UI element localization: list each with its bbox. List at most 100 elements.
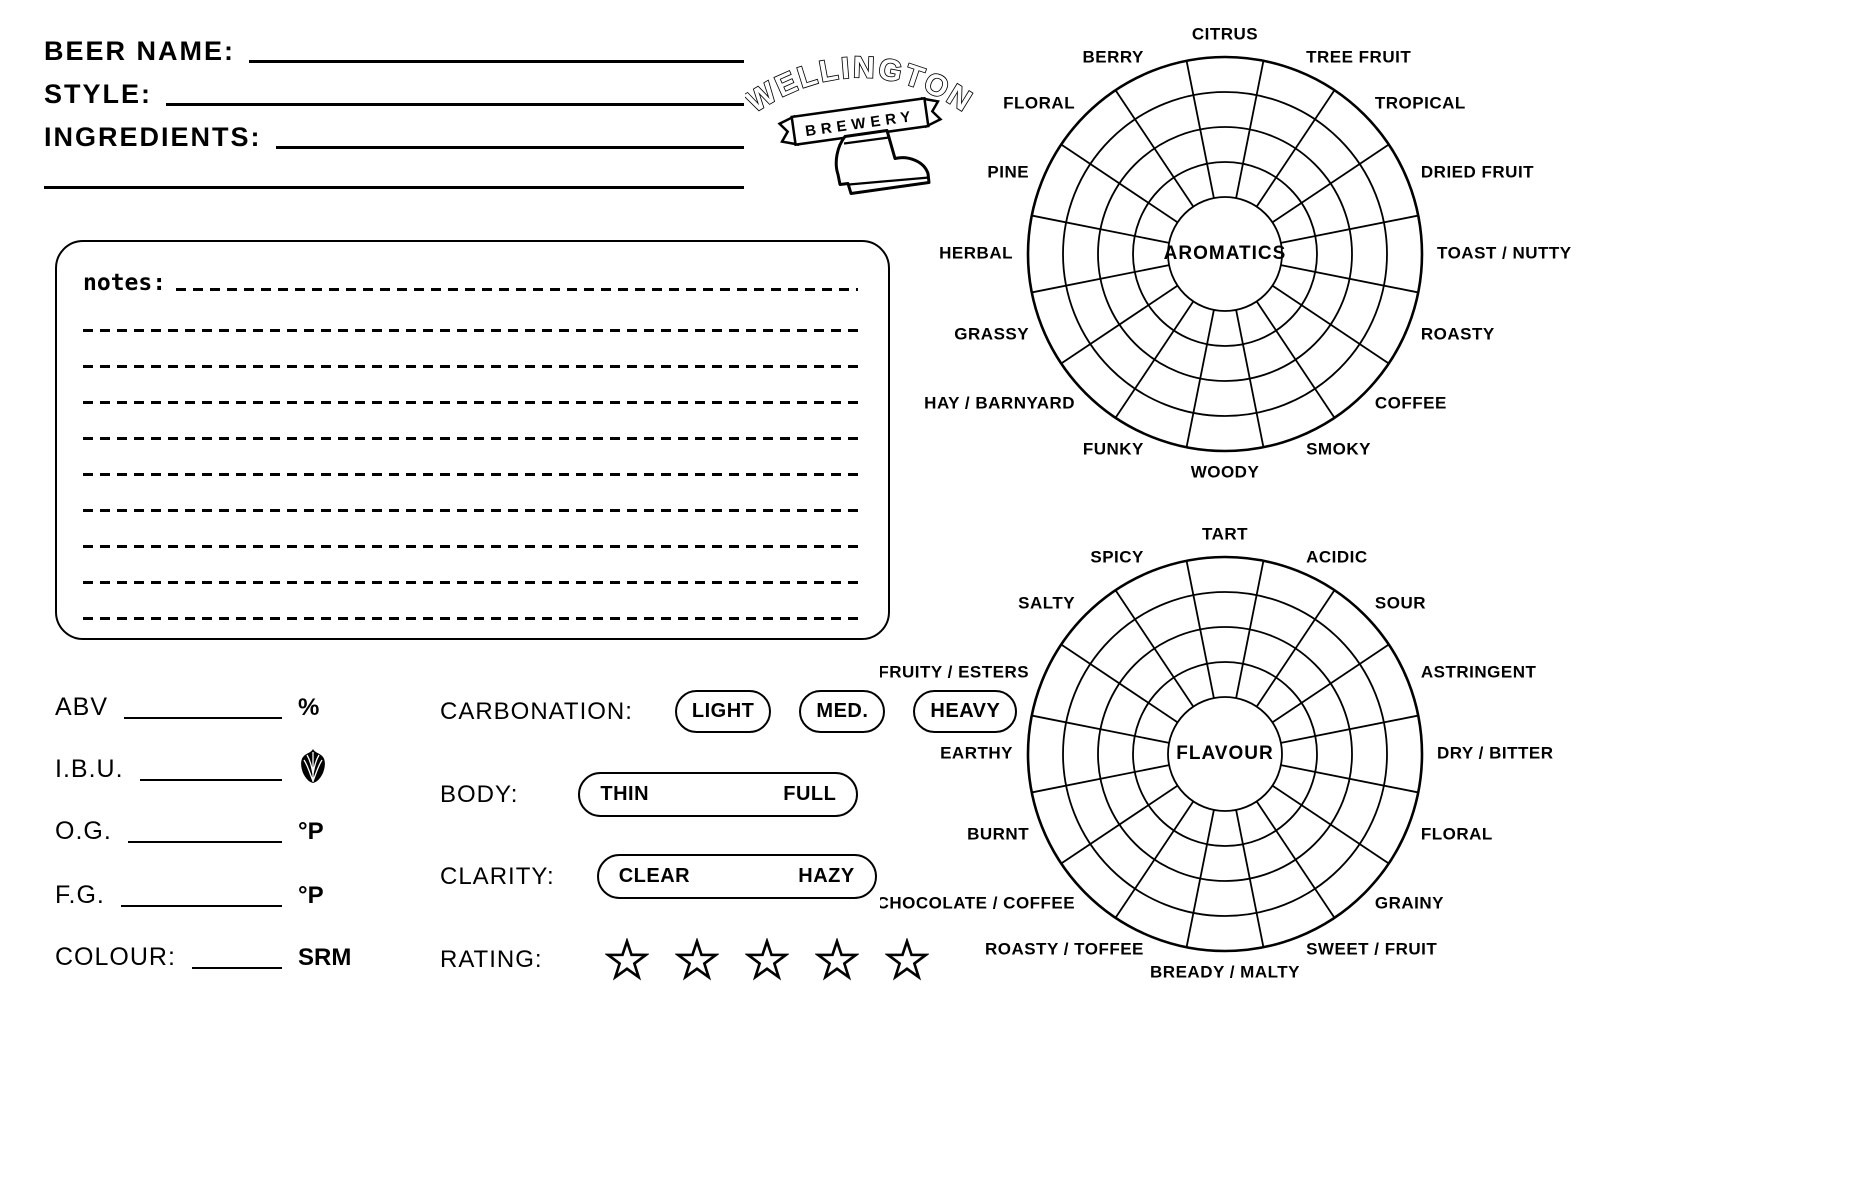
notes-line[interactable] xyxy=(83,401,858,404)
wheel-spoke xyxy=(1235,809,1265,948)
hop-icon xyxy=(301,749,325,783)
wheel-spoke xyxy=(1280,764,1419,794)
wheel-sector-label: FLORAL xyxy=(1421,825,1493,844)
clarity-scale[interactable]: CLEAR HAZY xyxy=(596,854,877,899)
wheel-ring[interactable] xyxy=(1097,626,1353,882)
wheel-ring[interactable] xyxy=(1132,161,1318,347)
wheel-spoke xyxy=(1031,714,1170,744)
notes-line[interactable] xyxy=(83,545,858,548)
wheel-sector-label: TART xyxy=(1202,524,1248,543)
notes-line[interactable] xyxy=(83,365,858,368)
fg-row: F.G. °P xyxy=(55,876,350,910)
wheel-ring[interactable] xyxy=(1062,591,1388,917)
fg-unit: °P xyxy=(298,882,324,909)
beer-name-input-line[interactable] xyxy=(249,60,744,63)
beer-name-label: BEER NAME: xyxy=(44,36,236,66)
wheel-spoke xyxy=(1235,309,1265,448)
colour-unit: SRM xyxy=(298,944,352,971)
wheel-sector-label: EARTHY xyxy=(940,743,1013,762)
wheel-spoke xyxy=(1280,714,1419,744)
rating-star[interactable] xyxy=(814,938,859,982)
body-row: BODY: THIN FULL xyxy=(440,772,859,817)
wellington-brewery-logo: WELLINGTON BREWERY xyxy=(745,50,975,195)
ingredients-input-line-2[interactable] xyxy=(44,186,744,189)
wheel-spoke xyxy=(1280,214,1419,244)
style-label: STYLE: xyxy=(44,79,153,109)
rating-row: RATING: xyxy=(440,938,929,982)
wheel-spoke xyxy=(1235,60,1265,199)
wheel-ring[interactable] xyxy=(1132,661,1318,847)
wheel-sector-label: DRIED FRUIT xyxy=(1421,162,1534,181)
wheel-spoke xyxy=(1185,309,1215,448)
wheel-sector-label: FRUITY / ESTERS xyxy=(880,662,1029,681)
wheel-sector-label: BURNT xyxy=(967,825,1029,844)
wheel-title: AROMATICS xyxy=(1164,243,1287,264)
ingredients-field: INGREDIENTS: xyxy=(44,122,744,153)
wheel-ring[interactable] xyxy=(1062,91,1388,417)
fg-input-line[interactable] xyxy=(120,905,282,907)
abv-row: ABV % xyxy=(55,688,350,722)
wheel-spoke xyxy=(1271,784,1390,865)
clarity-label: CLARITY: xyxy=(440,862,555,890)
notes-label: notes: xyxy=(83,270,167,296)
notes-box[interactable]: notes: xyxy=(55,240,890,640)
wheel-sector-label: ACIDIC xyxy=(1306,548,1368,567)
og-input-line[interactable] xyxy=(127,841,282,843)
rating-star[interactable] xyxy=(674,938,719,982)
clarity-min-label: CLEAR xyxy=(618,865,691,887)
ingredients-input-line[interactable] xyxy=(275,146,744,149)
notes-line[interactable] xyxy=(83,581,858,584)
wheel-spoke xyxy=(1185,60,1215,199)
flavour-wheel[interactable]: TART ACIDIC SOUR ASTRINGENT DRY / BITTER FLOR… xyxy=(880,508,1580,1000)
notes-line[interactable] xyxy=(83,473,858,476)
colour-input-line[interactable] xyxy=(191,967,282,969)
carbonation-label: CARBONATION: xyxy=(440,697,633,725)
wheel-ring[interactable] xyxy=(1097,126,1353,382)
wheel-spoke xyxy=(1255,300,1336,419)
style-input-line[interactable] xyxy=(166,103,744,106)
wheel-sector-label: ASTRINGENT xyxy=(1421,662,1537,681)
wheel-sector-label: DRY / BITTER xyxy=(1437,743,1554,762)
wheel-ring[interactable] xyxy=(1026,55,1424,453)
rating-star[interactable] xyxy=(604,938,649,982)
wheel-sector-label: FUNKY xyxy=(1083,439,1144,458)
body-scale[interactable]: THIN FULL xyxy=(578,772,859,817)
wheel-sector-label: GRAINY xyxy=(1375,893,1444,912)
style-field: STYLE: xyxy=(44,79,744,110)
colour-row: COLOUR: SRM xyxy=(55,938,352,972)
notes-line[interactable] xyxy=(83,329,858,332)
rating-star[interactable] xyxy=(744,938,789,982)
carbonation-option-light[interactable]: LIGHT xyxy=(674,690,772,733)
carbonation-option-heavy[interactable]: HEAVY xyxy=(913,690,1018,733)
ingredients-label: INGREDIENTS: xyxy=(44,122,262,152)
abv-unit: % xyxy=(298,694,320,721)
clarity-row: CLARITY: CLEAR HAZY xyxy=(440,854,877,899)
wheel-ring[interactable] xyxy=(1026,555,1424,953)
ibu-input-line[interactable] xyxy=(139,779,282,781)
abv-input-line[interactable] xyxy=(124,717,282,719)
wheel-sector-label: PINE xyxy=(987,162,1029,181)
wheel-spoke xyxy=(1031,764,1170,794)
wheel-spoke xyxy=(1114,300,1195,419)
wheel-spoke xyxy=(1031,264,1170,294)
notes-line[interactable] xyxy=(176,288,858,291)
wheel-sector-label: TREE FRUIT xyxy=(1306,48,1411,67)
notes-line[interactable] xyxy=(83,509,858,512)
abv-label: ABV xyxy=(55,693,109,721)
notes-line[interactable] xyxy=(83,437,858,440)
wheel-sector-label: SPICY xyxy=(1090,548,1144,567)
og-row: O.G. °P xyxy=(55,812,350,846)
wheel-spoke xyxy=(1271,643,1390,724)
wheel-sector-label: WOODY xyxy=(1191,462,1260,481)
wheel-ring[interactable] xyxy=(1167,696,1283,812)
wheel-sector-label: GRASSY xyxy=(954,325,1029,344)
notes-line[interactable] xyxy=(83,617,858,620)
carbonation-option-med[interactable]: MED. xyxy=(799,690,886,733)
rating-star[interactable] xyxy=(884,938,929,982)
wheel-spoke xyxy=(1235,560,1265,699)
wheel-ring[interactable] xyxy=(1167,196,1283,312)
wheel-sector-label: SOUR xyxy=(1375,594,1426,613)
wheel-spoke xyxy=(1114,800,1195,919)
ibu-label: I.B.U. xyxy=(55,755,124,783)
